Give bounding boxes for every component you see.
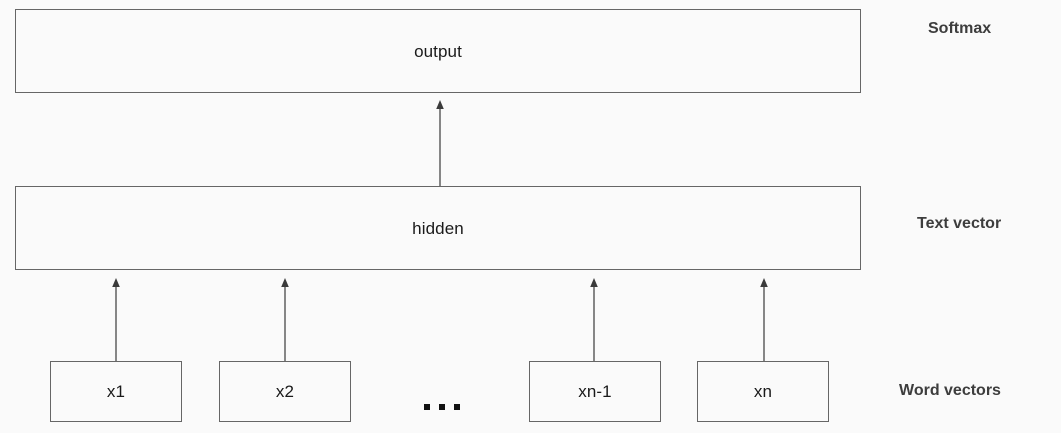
- arrow-word-n-minus-1-to-hidden-icon: [590, 278, 598, 364]
- ellipsis-dot: [439, 404, 445, 410]
- word-vector-label: x1: [106, 382, 126, 401]
- arrow-word-1-to-hidden-icon: [112, 278, 120, 364]
- word-vector-box-x2: x2: [219, 361, 351, 422]
- layer-tag-text-vector: Text vector: [917, 215, 1002, 232]
- arrow-word-2-to-hidden-icon: [281, 278, 289, 364]
- output-layer-label: output: [414, 41, 462, 61]
- ellipsis-dot: [454, 404, 460, 410]
- layer-tag-word-vectors: Word vectors: [899, 382, 1001, 399]
- arrow-hidden-to-output-icon: [436, 100, 444, 188]
- word-vector-box-x1: x1: [50, 361, 182, 422]
- word-vector-label: xn: [753, 382, 773, 401]
- layer-tag-softmax: Softmax: [928, 20, 992, 37]
- hidden-layer-box: hidden: [15, 186, 861, 270]
- output-layer-box: output: [15, 9, 861, 93]
- ellipsis-dot: [424, 404, 430, 410]
- word-vector-label: xn-1: [578, 382, 612, 401]
- hidden-layer-label: hidden: [412, 218, 464, 238]
- word-vector-label: x2: [275, 382, 295, 401]
- arrow-word-n-to-hidden-icon: [760, 278, 768, 364]
- word-vector-box-xn: xn: [697, 361, 829, 422]
- word-vector-box-xn-1: xn-1: [529, 361, 661, 422]
- ellipsis-icon: [424, 404, 460, 410]
